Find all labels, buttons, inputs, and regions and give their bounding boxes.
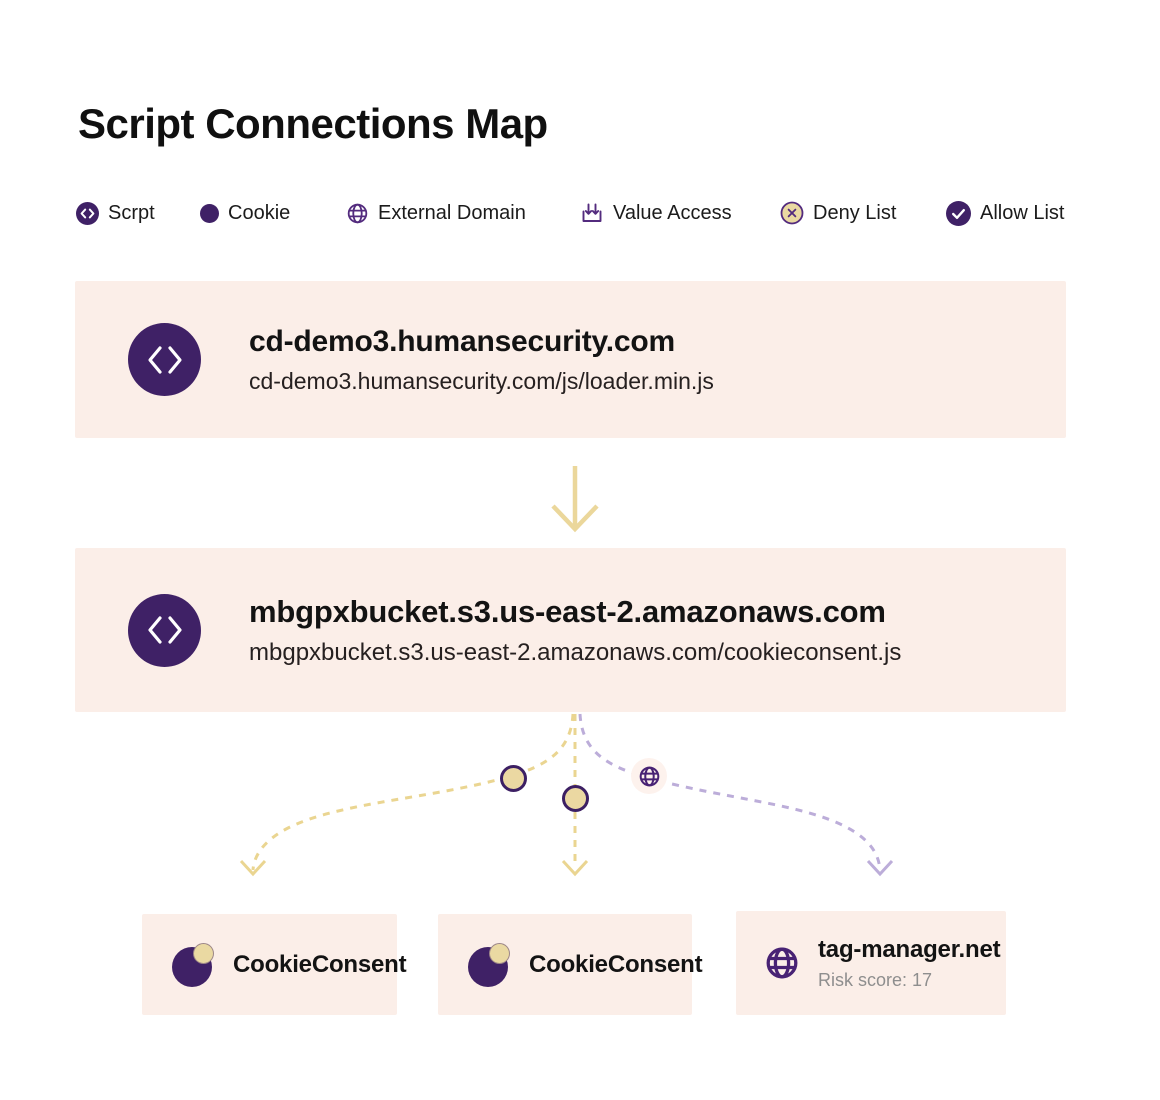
cookie-icon (468, 942, 510, 987)
globe-icon (639, 766, 659, 786)
legend-item-external-domain: External Domain (346, 196, 526, 230)
deny-circle-icon (780, 201, 804, 225)
node-title: cd-demo3.humansecurity.com (249, 324, 676, 358)
cookie-edge-badge[interactable] (500, 765, 527, 792)
value-access-icon (580, 201, 604, 225)
legend-item-cookie: Cookie (200, 196, 290, 230)
connector-arrow-down (551, 466, 599, 533)
globe-icon (346, 202, 369, 225)
legend-item-deny-list: Deny List (780, 196, 896, 230)
cookie-node-card[interactable]: CookieConsent (142, 914, 407, 1015)
legend: Scrpt Cookie External Domain (0, 196, 1160, 230)
legend-item-value-access: Value Access (580, 196, 732, 230)
legend-label: Value Access (613, 201, 732, 224)
legend-label: Scrpt (108, 201, 155, 224)
legend-label: External Domain (378, 201, 526, 224)
cookie-node-label: CookieConsent (529, 950, 703, 978)
legend-item-allow-list: Allow List (946, 196, 1064, 230)
cookie-edge-badge[interactable] (562, 785, 589, 812)
risk-score: Risk score: 17 (818, 969, 933, 990)
legend-item-script: Scrpt (76, 196, 155, 230)
cookie-node-card[interactable]: CookieConsent (438, 914, 703, 1015)
node-url: mbgpxbucket.s3.us-east-2.amazonaws.com/c… (249, 638, 902, 666)
allow-check-icon (946, 200, 971, 226)
script-icon (128, 323, 201, 396)
cookie-icon (172, 942, 214, 987)
cookie-icon (200, 203, 219, 223)
legend-label: Cookie (228, 201, 291, 224)
script-node-mbgpxbucket[interactable]: mbgpxbucket.s3.us-east-2.amazonaws.com m… (75, 548, 1066, 712)
domain-node-label: tag-manager.net (818, 935, 1001, 963)
script-icon (128, 593, 201, 667)
external-domain-node-card[interactable]: tag-manager.net Risk score: 17 (736, 911, 1006, 1015)
legend-label: Deny List (813, 201, 897, 224)
script-icon (76, 201, 99, 225)
page-title: Script Connections Map (78, 100, 548, 147)
node-title: mbgpxbucket.s3.us-east-2.amazonaws.com (249, 593, 886, 629)
cookie-node-label: CookieConsent (233, 950, 407, 978)
node-url: cd-demo3.humansecurity.com/js/loader.min… (249, 367, 714, 394)
globe-icon (764, 945, 800, 981)
legend-label: Allow List (980, 201, 1065, 224)
external-domain-edge-badge[interactable] (631, 758, 667, 794)
script-node-cd-demo3[interactable]: cd-demo3.humansecurity.com cd-demo3.huma… (75, 281, 1066, 438)
